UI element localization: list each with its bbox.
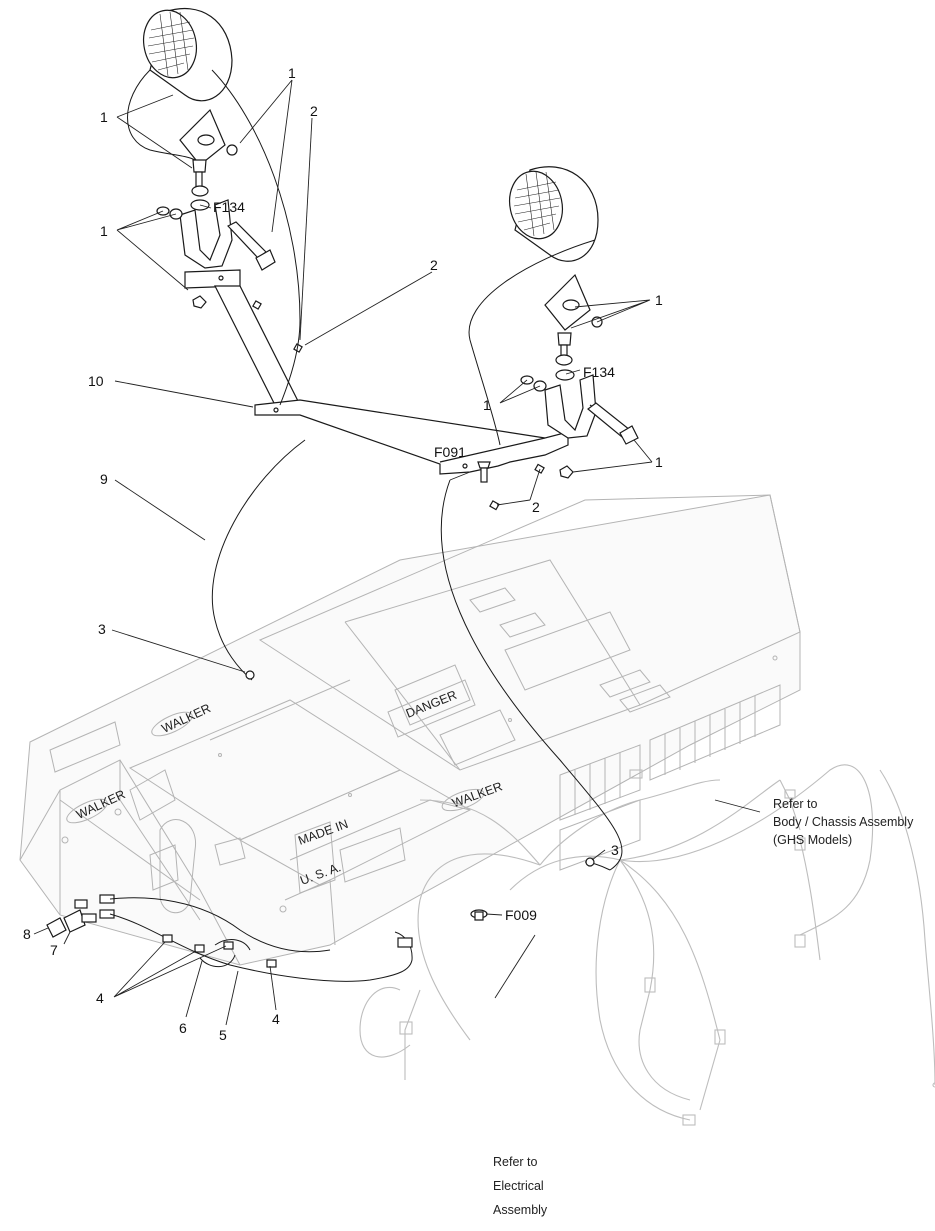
callout-2: 2 [430,257,438,273]
callout-3: 3 [611,842,619,858]
body-ref-line-2: Body / Chassis Assembly [773,815,914,829]
leader-lines [33,79,761,1026]
body-chassis-outline: WALKER WALKER WALKER DANGER MADE IN U. S… [19,494,801,966]
body-chassis-reference: Refer to Body / Chassis Assembly (GHS Mo… [773,797,914,847]
elec-ref-line-1: Refer to [493,1155,538,1169]
worklight-right [477,166,639,511]
callout-1: 1 [288,65,296,81]
callout-5: 5 [219,1027,227,1043]
vent-grille [559,684,781,871]
callout-2: 2 [310,103,318,119]
callout-3: 3 [98,621,106,637]
callout-8: 8 [23,926,31,942]
callout-1: 1 [655,454,663,470]
callout-f134: F134 [213,199,245,215]
callout-7: 7 [50,942,58,958]
worklight-left [143,7,303,353]
callout-10: 10 [88,373,104,389]
callout-4: 4 [96,990,104,1006]
switch-harness [46,894,413,982]
elec-ref-line-2: Electrical [493,1179,544,1193]
body-ref-line-1: Refer to [773,797,818,811]
light-bar-frame [184,269,569,475]
callouts: 1 1 2 1 F134 2 1 F134 1 1 F091 2 10 9 3 … [23,65,663,1043]
callout-4: 4 [272,1011,280,1027]
hardware [470,909,488,921]
callout-1: 1 [100,223,108,239]
light-wires [127,69,623,871]
elec-ref-line-3: Assembly [493,1203,548,1217]
callout-f134: F134 [583,364,615,380]
callout-1: 1 [100,109,108,125]
callout-9: 9 [100,471,108,487]
callout-2: 2 [532,499,540,515]
callout-6: 6 [179,1020,187,1036]
body-ref-line-3: (GHS Models) [773,833,852,847]
callout-f009: F009 [505,907,537,923]
electrical-harness [359,764,935,1126]
callout-1: 1 [655,292,663,308]
callout-f091: F091 [434,444,466,460]
electrical-reference: Refer to Electrical Assembly [493,1155,548,1217]
callout-1: 1 [483,397,491,413]
